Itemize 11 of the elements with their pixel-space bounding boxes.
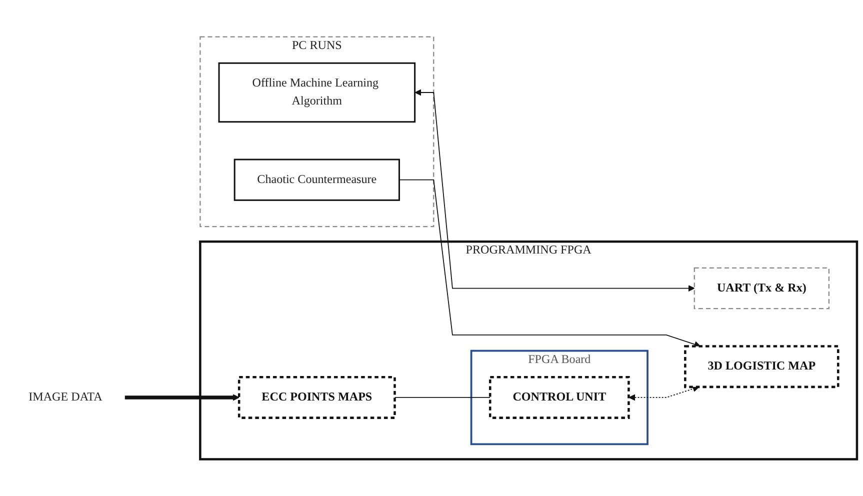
arrow xyxy=(124,394,240,401)
connector xyxy=(394,397,491,398)
node-box: CONTROL UNIT xyxy=(488,376,630,419)
node-box: ECC POINTS MAPS xyxy=(238,376,396,419)
arrow xyxy=(414,89,695,292)
node-box: UART (Tx & Rx) xyxy=(694,267,830,310)
arrow xyxy=(628,386,700,401)
node-box: 3D LOGISTIC MAP xyxy=(684,345,840,388)
node-text: IMAGE DATA xyxy=(28,390,102,404)
node-box: Chaotic Countermeasure xyxy=(234,158,400,201)
node-box: Offline Machine Learning Algorithm xyxy=(218,62,416,123)
